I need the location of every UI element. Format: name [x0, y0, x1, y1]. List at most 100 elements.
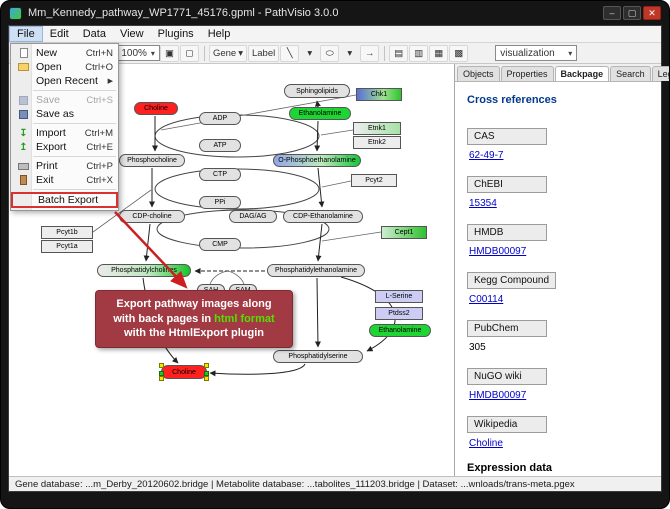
pathway-node-l-serine[interactable]: L-Serine: [375, 290, 423, 303]
menu-item-save[interactable]: Save Ctrl+S: [11, 93, 118, 107]
printer-icon: [14, 162, 33, 170]
title-bar: Mm_Kennedy_pathway_WP1771_45176.gpml - P…: [1, 1, 669, 25]
pathway-node-adp[interactable]: ADP: [199, 112, 241, 125]
pathway-canvas[interactable]: Sphingolipids Chk1 Choline Ethanolamine …: [9, 64, 455, 476]
new-document-icon: [14, 48, 33, 58]
pathway-node-phosphocholine[interactable]: Phosphocholine: [119, 154, 185, 167]
pathway-node-ethanolamine-right[interactable]: Ethanolamine: [369, 324, 431, 337]
maximize-button[interactable]: ▢: [623, 6, 641, 20]
selection-handle[interactable]: [159, 363, 164, 368]
pathway-node-choline-top[interactable]: Choline: [134, 102, 178, 115]
app-icon: [9, 6, 22, 20]
tab-properties[interactable]: Properties: [500, 66, 554, 81]
menubar-item-help[interactable]: Help: [207, 28, 231, 40]
pathway-node-phosphatidylcholines[interactable]: Phosphatidylcholines: [97, 264, 191, 277]
line-tool-button[interactable]: ╲: [280, 44, 300, 62]
menu-item-import[interactable]: ↧ Import Ctrl+M: [11, 126, 118, 140]
menu-separator: [33, 156, 116, 157]
crossref-link[interactable]: 15354: [469, 198, 497, 209]
shape-tool-button[interactable]: ⬭: [320, 44, 340, 62]
selection-handle[interactable]: [204, 363, 209, 368]
pathway-node-ptdss2[interactable]: Ptdss2: [375, 307, 423, 320]
crossref-source-label: CAS: [467, 128, 547, 145]
crossref-link[interactable]: Choline: [469, 438, 503, 449]
crossref-source-label: ChEBI: [467, 176, 547, 193]
chevron-down-icon: ▾: [238, 47, 243, 59]
connector-tool-button[interactable]: →: [360, 44, 380, 62]
pathway-node-etnk2[interactable]: Etnk2: [353, 136, 401, 149]
menu-item-batch-export[interactable]: Batch Export: [11, 192, 118, 208]
file-menu: New Ctrl+N Open Ctrl+O Open Recent ▶ Sav…: [10, 43, 119, 211]
expression-data-heading: Expression data: [467, 462, 552, 474]
pathway-node-chk1[interactable]: Chk1: [356, 88, 402, 101]
add-label-button[interactable]: Label: [247, 44, 280, 62]
selection-handle[interactable]: [204, 371, 209, 376]
menu-item-save-as[interactable]: Save as: [11, 107, 118, 121]
crossref-section-wikipedia: Wikipedia Choline: [467, 414, 649, 449]
pathway-node-dag[interactable]: DAG/AG: [229, 210, 277, 223]
crossref-link[interactable]: HMDB00097: [469, 246, 527, 257]
pathway-node-atp[interactable]: ATP: [199, 139, 241, 152]
line-tool-dropdown[interactable]: ▾: [307, 47, 313, 59]
fit-page-button[interactable]: ▣: [159, 44, 179, 62]
pathway-node-cept1[interactable]: Cept1: [381, 226, 427, 239]
menu-item-export[interactable]: ↥ Export Ctrl+E: [11, 140, 118, 154]
pathway-node-ppi[interactable]: PPi: [199, 196, 241, 209]
menubar-item-plugins[interactable]: Plugins: [157, 28, 194, 40]
tab-backpage[interactable]: Backpage: [554, 66, 610, 81]
selection-handle[interactable]: [159, 376, 164, 381]
stack-button[interactable]: ▩: [449, 44, 469, 62]
pathway-node-cdp-choline[interactable]: CDP-choline: [119, 210, 185, 223]
tab-legend[interactable]: Legend: [651, 66, 669, 81]
pathway-node-etnk1[interactable]: Etnk1: [353, 122, 401, 135]
shape-tool-dropdown[interactable]: ▾: [347, 47, 353, 59]
pathway-node-pcyt1a[interactable]: Pcyt1a: [41, 240, 93, 253]
menubar-item-view[interactable]: View: [119, 28, 144, 40]
menubar-item-file[interactable]: File: [9, 26, 43, 42]
tab-objects[interactable]: Objects: [457, 66, 500, 81]
common-width-button[interactable]: ▦: [429, 44, 449, 62]
align-vertical-button[interactable]: ▥: [409, 44, 429, 62]
annotation-callout: Export pathway images along with back pa…: [95, 290, 293, 348]
menubar-item-data[interactable]: Data: [82, 28, 106, 40]
status-bar: Gene database: ...m_Derby_20120602.bridg…: [9, 476, 661, 491]
menubar-item-edit[interactable]: Edit: [49, 28, 69, 40]
pathway-node-phosphatidylethanolamine[interactable]: Phosphatidylethanolamine: [267, 264, 365, 277]
pathway-node-cdp-ethanolamine[interactable]: CDP-Ethanolamine: [283, 210, 363, 223]
selection-handle[interactable]: [159, 371, 164, 376]
crossref-link[interactable]: HMDB00097: [469, 390, 527, 401]
pathway-node-o-phosphoethanolamine[interactable]: O-Phosphoethanolamine: [273, 154, 361, 167]
crossref-section-chebi: ChEBI 15354: [467, 174, 649, 209]
menu-item-print[interactable]: Print Ctrl+P: [11, 159, 118, 173]
pathway-node-sphingolipids[interactable]: Sphingolipids: [284, 84, 350, 98]
visualization-select[interactable]: visualization ▾: [495, 45, 578, 61]
fit-width-button[interactable]: ◻: [179, 44, 199, 62]
pathway-node-pcyt1b[interactable]: Pcyt1b: [41, 226, 93, 239]
zoom-select[interactable]: 100% ▾: [116, 45, 160, 61]
pathway-edges: [92, 94, 403, 377]
crossref-section-cas: CAS 62-49-7: [467, 126, 649, 161]
selection-handle[interactable]: [204, 376, 209, 381]
side-panel-tabs: Objects Properties Backpage Search Legen…: [455, 64, 669, 81]
import-icon: ↧: [19, 127, 28, 139]
pathway-node-cmp[interactable]: CMP: [199, 238, 241, 251]
crossref-link[interactable]: 62-49-7: [469, 150, 504, 161]
crossref-link[interactable]: C00114: [469, 294, 504, 305]
add-datanode-button[interactable]: Gene▾: [208, 44, 247, 62]
save-as-icon: [14, 109, 33, 119]
close-button[interactable]: ✕: [643, 6, 661, 20]
pathway-node-ctp[interactable]: CTP: [199, 168, 241, 181]
minimize-button[interactable]: –: [603, 6, 621, 20]
pathway-node-choline-bottom-selected[interactable]: Choline: [159, 363, 209, 381]
crossref-heading: Cross references: [467, 94, 557, 106]
menu-item-open-recent[interactable]: Open Recent ▶: [36, 75, 113, 87]
pathway-node-pcyt2[interactable]: Pcyt2: [351, 174, 397, 187]
menu-item-new[interactable]: New Ctrl+N: [11, 46, 118, 60]
menu-item-exit[interactable]: Exit Ctrl+X: [11, 173, 118, 187]
tab-search[interactable]: Search: [610, 66, 651, 81]
pathway-node-ethanolamine-top[interactable]: Ethanolamine: [289, 107, 351, 120]
menu-item-open[interactable]: Open Ctrl+O: [11, 60, 118, 74]
align-horizontal-button[interactable]: ▤: [389, 44, 409, 62]
pathway-node-phosphatidylserine[interactable]: Phosphatidylserine: [273, 350, 363, 363]
